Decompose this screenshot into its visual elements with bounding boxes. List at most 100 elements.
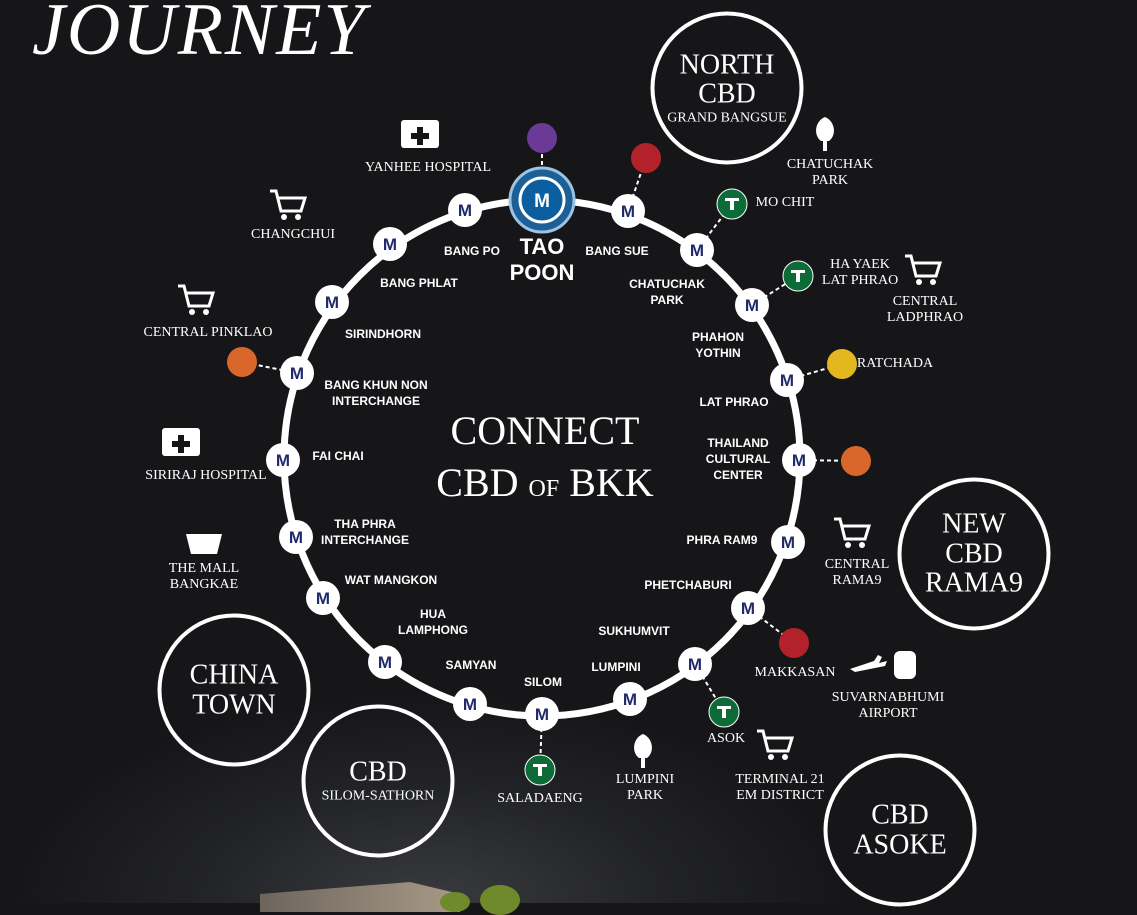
district-name: TOWN (192, 689, 276, 720)
district-name: NORTH (679, 49, 775, 81)
metro-m-icon: M (688, 655, 702, 674)
center-of: OF (528, 476, 560, 502)
station-marker (678, 647, 712, 681)
station-label: PHRA RAM9 (686, 533, 758, 547)
interchange-dot (527, 123, 557, 153)
shopping-cart-icon (757, 729, 795, 753)
tree-icon (634, 734, 652, 768)
hub-station-label: TAO POON (510, 234, 575, 286)
metro-m-icon: M (383, 235, 397, 254)
station-label: SAMYAN (445, 658, 497, 672)
poi-label: RATCHADA (856, 356, 934, 371)
station-marker (731, 591, 765, 625)
poi-label: YANHEE HOSPITAL (364, 160, 492, 175)
station-marker (368, 645, 402, 679)
cart-wheel (916, 279, 922, 285)
metro-m-icon: M (623, 690, 637, 709)
cart-wheel (189, 309, 195, 315)
poi-label: SALADAENG (497, 791, 583, 806)
station-marker (613, 682, 647, 716)
metro-m-icon: M (289, 528, 303, 547)
cross-icon (411, 127, 429, 145)
station-marker (611, 194, 645, 228)
metro-m-icon: M (534, 191, 550, 212)
station-label: BANG PHLAT (380, 276, 458, 290)
center-cbd: CBD (436, 460, 519, 505)
station-label: LAT PHRAO (699, 395, 769, 409)
district-name: RAMA9 (924, 567, 1023, 599)
station-label: SUKHUMVIT (598, 624, 670, 638)
metro-m-icon: M (325, 293, 339, 312)
metro-m-icon: M (316, 589, 330, 608)
district-name: CBD (945, 538, 1003, 570)
shopping-cart-icon (905, 254, 943, 278)
station-marker (373, 227, 407, 261)
bts-logo-icon (533, 764, 547, 776)
district-name: CHINA (189, 659, 279, 691)
metro-m-icon: M (535, 705, 549, 724)
station-marker (525, 697, 559, 731)
metro-m-icon: M (621, 202, 635, 221)
poi-label: CHANGCHUI (251, 227, 335, 242)
station-label: BANG PO (443, 244, 501, 258)
poi-label: MO CHIT (755, 195, 815, 210)
metro-m-icon: M (378, 653, 392, 672)
metro-m-icon: M (458, 201, 472, 220)
cart-wheel (203, 309, 209, 315)
center-heading: CONNECT CBD OF BKK (436, 405, 653, 515)
shopping-cart-icon (178, 284, 216, 308)
bts-logo-icon (725, 198, 739, 210)
cart-wheel (845, 542, 851, 548)
cart-wheel (859, 542, 865, 548)
shopping-cart-icon (834, 517, 872, 541)
station-label: WAT MANGKON (344, 573, 438, 587)
metro-m-icon: M (463, 695, 477, 714)
station-marker (453, 687, 487, 721)
metro-m-icon: M (741, 599, 755, 618)
hub-name-line1: TAO (519, 234, 565, 259)
center-bkk: BKK (569, 460, 654, 505)
station-label: SILOM (524, 675, 562, 689)
center-line2: CBD OF BKK (436, 457, 653, 515)
center-line1: CONNECT (450, 408, 640, 453)
tree-icon (816, 117, 834, 151)
station-marker (680, 233, 714, 267)
bts-logo-icon (791, 270, 805, 282)
interchange-dot (827, 349, 857, 379)
district-subtitle: SILOM-SATHORN (321, 788, 435, 804)
station-marker (266, 443, 300, 477)
station-marker (280, 356, 314, 390)
shopping-basket-icon (186, 534, 222, 554)
station-marker (448, 193, 482, 227)
hub-station-inner (518, 176, 566, 224)
page-title: JOURNEY (32, 0, 367, 71)
station-marker (771, 525, 805, 559)
metro-m-icon: M (690, 241, 704, 260)
station-marker (770, 363, 804, 397)
station-marker (306, 581, 340, 615)
cart-wheel (782, 754, 788, 760)
cart-wheel (768, 754, 774, 760)
train-icon (894, 651, 916, 679)
bts-logo-icon (717, 706, 731, 718)
airplane-icon (850, 655, 887, 672)
district-name: NEW (942, 508, 1006, 540)
station-label: FAI CHAI (312, 449, 364, 463)
metro-m-icon: M (780, 371, 794, 390)
poi-label: MAKKASAN (754, 665, 836, 680)
metro-m-icon: M (781, 533, 795, 552)
